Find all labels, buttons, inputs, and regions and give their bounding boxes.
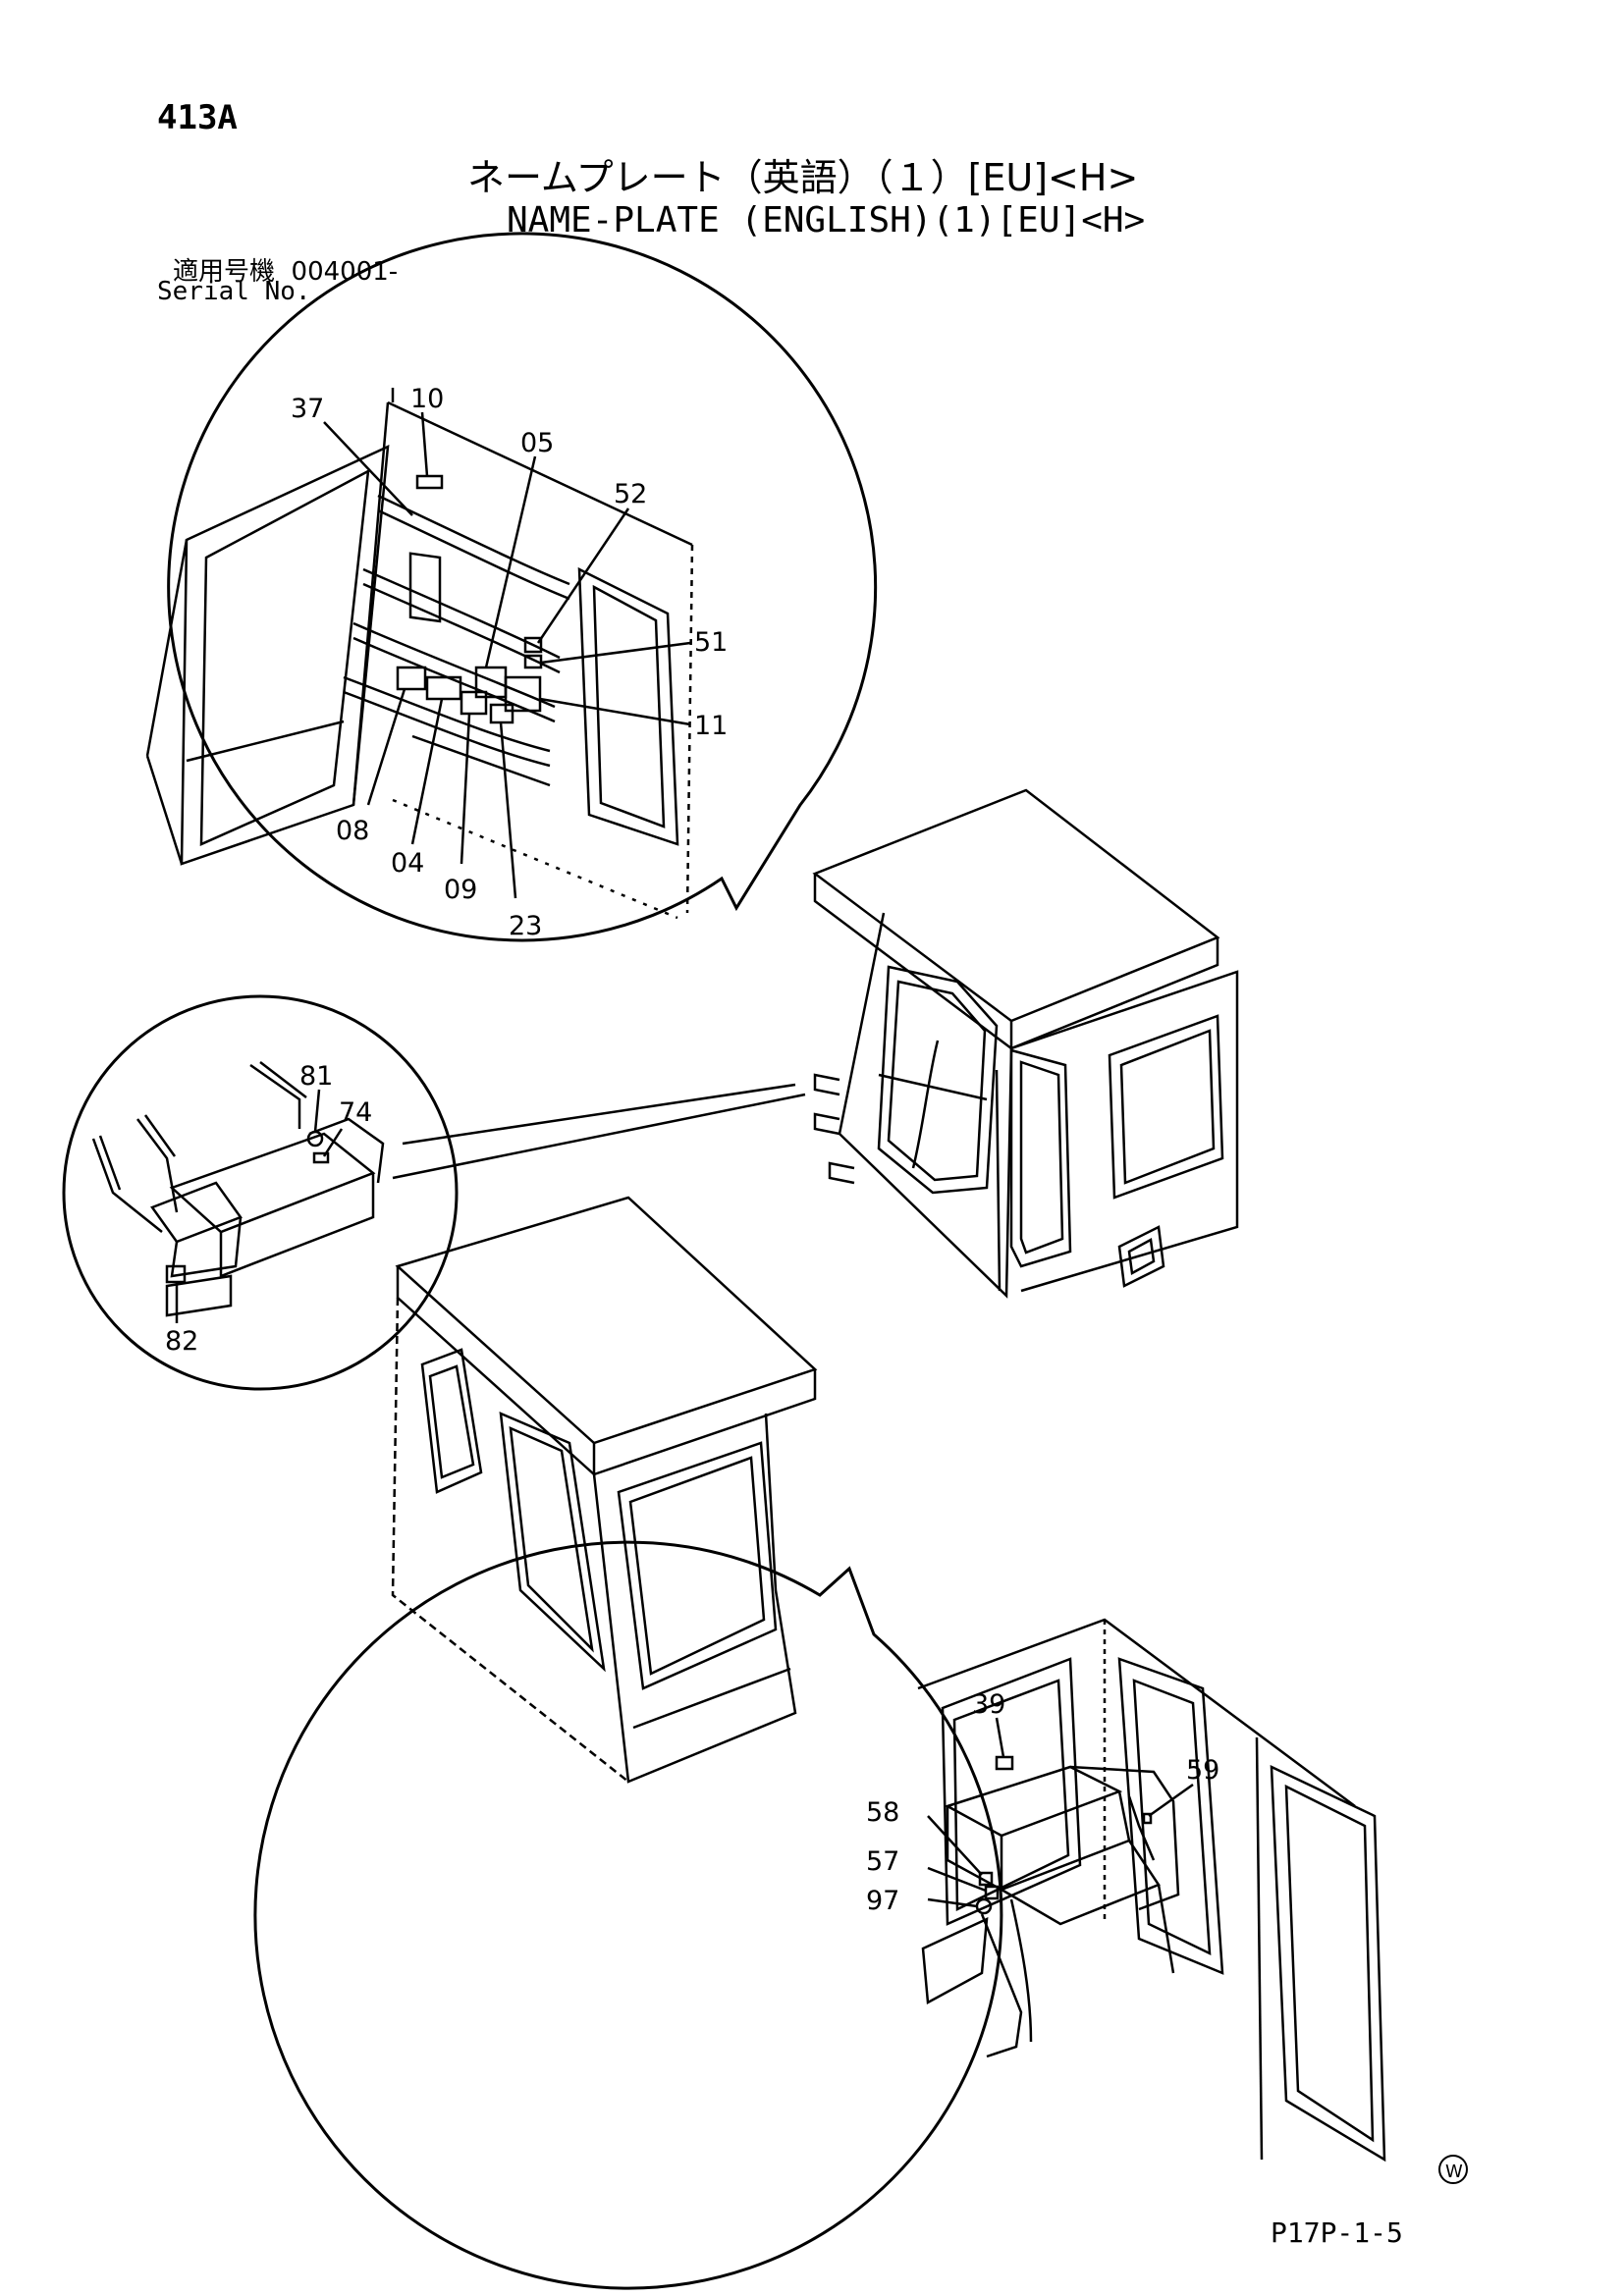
cab-assembly-front — [812, 788, 1239, 1299]
watermark-circle — [1438, 2155, 1468, 2184]
callout-23: 23 — [509, 911, 542, 941]
callout-97: 97 — [866, 1886, 899, 1916]
callout-51: 51 — [694, 627, 728, 658]
detail-circle-rear-wall — [145, 232, 878, 942]
callout-08: 08 — [336, 816, 369, 846]
callout-04: 04 — [391, 848, 424, 879]
callout-59: 59 — [1186, 1755, 1219, 1786]
watermark-mark: W — [1445, 2162, 1463, 2182]
callout-05: 05 — [520, 428, 554, 458]
detail-circle-seat — [253, 1540, 1386, 2290]
page-id: 413A — [157, 98, 238, 137]
serial-label-jp: 適用号機 — [173, 257, 276, 287]
callout-81: 81 — [299, 1061, 333, 1092]
callout-74: 74 — [339, 1097, 372, 1128]
page-code: P17P-1-5 — [1271, 2216, 1403, 2249]
callout-09: 09 — [444, 875, 477, 905]
callout-82: 82 — [165, 1326, 198, 1357]
callout-11: 11 — [694, 711, 728, 741]
callout-57: 57 — [866, 1846, 899, 1877]
serial-label-en: Serial No. — [157, 277, 311, 306]
callout-37: 37 — [291, 394, 324, 424]
title-japanese: ネームプレート（英語）（１）[EU]<H> — [467, 156, 1139, 199]
title-english: NAME-PLATE (ENGLISH)(1)[EU]<H> — [507, 200, 1146, 240]
detail-circle-controls — [62, 994, 459, 1391]
callout-10: 10 — [410, 384, 444, 414]
callout-58: 58 — [866, 1797, 899, 1828]
callout-52: 52 — [614, 479, 647, 509]
callout-39: 39 — [972, 1689, 1005, 1720]
cab-assembly-rear — [391, 1196, 818, 1784]
